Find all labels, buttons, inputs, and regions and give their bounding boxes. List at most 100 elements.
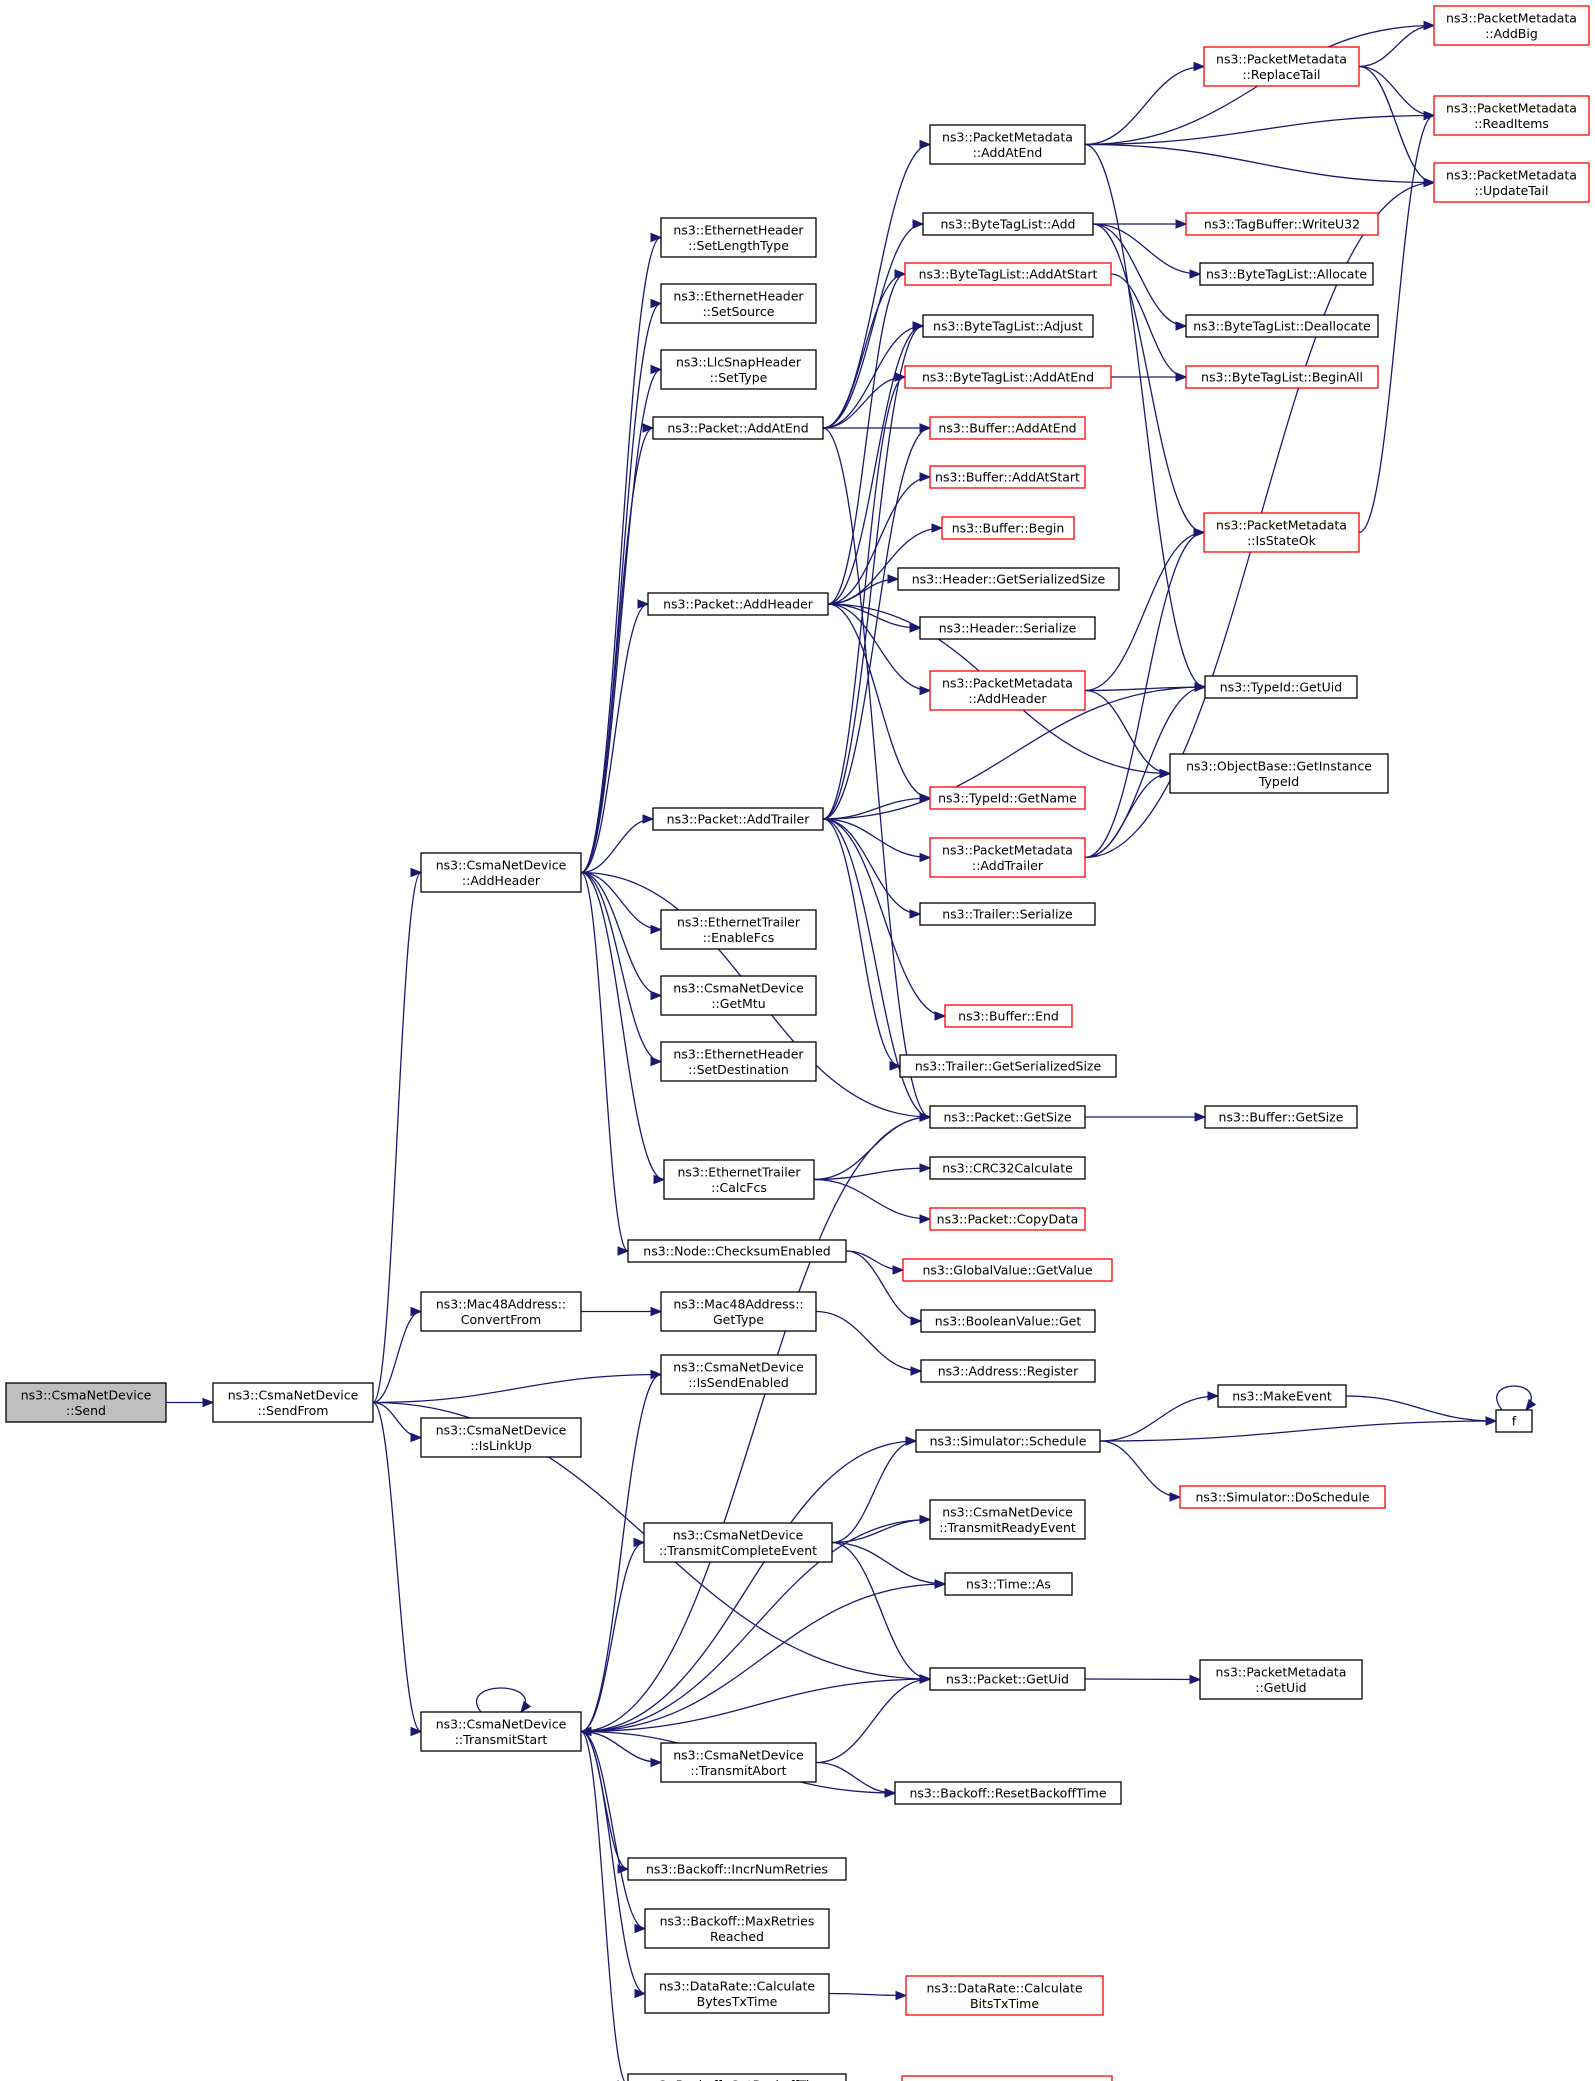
node-bool_get[interactable]: ns3::BooleanValue::Get (920, 1309, 1096, 1333)
node-sim_schedule[interactable]: ns3::Simulator::Schedule (915, 1429, 1101, 1453)
node-box[interactable] (1169, 753, 1389, 794)
node-buf_addatstart[interactable]: ns3::Buffer::AddAtStart (929, 465, 1086, 489)
node-box[interactable] (644, 1908, 830, 1949)
node-box[interactable] (922, 212, 1094, 236)
node-gv_getvalue[interactable]: ns3::GlobalValue::GetValue (902, 1258, 1113, 1282)
node-pm_readitems[interactable]: ns3::PacketMetadata::ReadItems (1433, 95, 1590, 136)
node-ethtr_enablefcs[interactable]: ns3::EthernetTrailer::EnableFcs (660, 909, 817, 950)
node-box[interactable] (894, 1781, 1122, 1805)
node-box[interactable] (944, 1572, 1073, 1596)
node-bo_getbackoff[interactable]: ns3::Backoff::GetBackoffTime (627, 2073, 847, 2081)
node-pm_updatetail[interactable]: ns3::PacketMetadata::UpdateTail (1433, 162, 1590, 203)
node-box[interactable] (660, 1742, 817, 1783)
node-box[interactable] (627, 1239, 847, 1263)
node-box[interactable] (919, 902, 1096, 926)
node-box[interactable] (1495, 1409, 1533, 1433)
node-box[interactable] (644, 1973, 830, 2014)
node-buf_end[interactable]: ns3::Buffer::End (944, 1004, 1073, 1028)
node-getmtu[interactable]: ns3::CsmaNetDevice::GetMtu (660, 975, 817, 1016)
node-txcomplete[interactable]: ns3::CsmaNetDevice::TransmitCompleteEven… (643, 1522, 833, 1563)
node-box[interactable] (1433, 95, 1590, 136)
node-box[interactable] (905, 1975, 1104, 2016)
node-box[interactable] (915, 1429, 1101, 1453)
node-tr_serialize[interactable]: ns3::Trailer::Serialize (919, 902, 1096, 926)
node-box[interactable] (901, 2075, 1113, 2081)
node-node_checksum[interactable]: ns3::Node::ChecksumEnabled (627, 1239, 847, 1263)
node-box[interactable] (929, 1499, 1086, 1540)
node-sendfrom[interactable]: ns3::CsmaNetDevice::SendFrom (212, 1382, 374, 1423)
node-box[interactable] (420, 1417, 582, 1458)
node-issendenabled[interactable]: ns3::CsmaNetDevice::IsSendEnabled (660, 1354, 817, 1395)
node-pkt_addtrailer[interactable]: ns3::Packet::AddTrailer (652, 807, 824, 831)
node-box[interactable] (1199, 1659, 1363, 1700)
node-pm_isstateok[interactable]: ns3::PacketMetadata::IsStateOk (1203, 512, 1360, 553)
node-box[interactable] (899, 1054, 1117, 1078)
node-makeevent[interactable]: ns3::MakeEvent (1217, 1384, 1347, 1408)
node-box[interactable] (919, 616, 1096, 640)
node-box[interactable] (660, 1354, 817, 1395)
node-tr_getsize[interactable]: ns3::Trailer::GetSerializedSize (899, 1054, 1117, 1078)
node-urv_getvalue[interactable]: ns3::UniformRandomVariable::GetValue (901, 2075, 1113, 2081)
node-pkt_getuid[interactable]: ns3::Packet::GetUid (929, 1667, 1086, 1691)
node-sim_dosched[interactable]: ns3::Simulator::DoSchedule (1179, 1485, 1386, 1509)
node-box[interactable] (902, 1258, 1113, 1282)
node-box[interactable] (929, 1207, 1086, 1231)
node-txabort[interactable]: ns3::CsmaNetDevice::TransmitAbort (660, 1742, 817, 1783)
node-buf_begin[interactable]: ns3::Buffer::Begin (941, 516, 1075, 540)
node-box[interactable] (1185, 212, 1379, 236)
node-pm_replacetail[interactable]: ns3::PacketMetadata::ReplaceTail (1203, 46, 1360, 87)
node-eth_setsrc[interactable]: ns3::EthernetHeader::SetSource (660, 283, 817, 324)
node-box[interactable] (627, 2073, 847, 2081)
node-box[interactable] (1433, 5, 1590, 46)
node-box[interactable] (929, 1156, 1086, 1180)
node-box[interactable] (647, 592, 829, 616)
node-box[interactable] (929, 670, 1086, 711)
node-box[interactable] (1185, 314, 1379, 338)
node-box[interactable] (660, 1041, 817, 1082)
node-pkt_copydata[interactable]: ns3::Packet::CopyData (929, 1207, 1086, 1231)
node-box[interactable] (212, 1382, 374, 1423)
node-pm_getuid[interactable]: ns3::PacketMetadata::GetUid (1199, 1659, 1363, 1700)
node-box[interactable] (929, 124, 1086, 165)
node-box[interactable] (922, 314, 1094, 338)
node-bo_reset[interactable]: ns3::Backoff::ResetBackoffTime (894, 1781, 1122, 1805)
node-llc_settype[interactable]: ns3::LlcSnapHeader::SetType (660, 349, 817, 390)
node-box[interactable] (420, 1291, 582, 1332)
node-box[interactable] (904, 365, 1112, 389)
node-mac_gettype[interactable]: ns3::Mac48Address::GetType (660, 1291, 817, 1332)
node-box[interactable] (944, 1004, 1073, 1028)
node-btl_adjust[interactable]: ns3::ByteTagList::Adjust (922, 314, 1094, 338)
node-btl_dealloc[interactable]: ns3::ByteTagList::Deallocate (1185, 314, 1379, 338)
node-box[interactable] (1185, 365, 1379, 389)
node-box[interactable] (660, 909, 817, 950)
node-pm_addbig[interactable]: ns3::PacketMetadata::AddBig (1433, 5, 1590, 46)
node-btl_add[interactable]: ns3::ByteTagList::Add (922, 212, 1094, 236)
node-hdr_serialize[interactable]: ns3::Header::Serialize (919, 616, 1096, 640)
node-bo_incr[interactable]: ns3::Backoff::IncrNumRetries (627, 1857, 847, 1881)
node-islinkup[interactable]: ns3::CsmaNetDevice::IsLinkUp (420, 1417, 582, 1458)
node-box[interactable] (5, 1382, 167, 1423)
node-box[interactable] (420, 1711, 582, 1752)
node-box[interactable] (627, 1857, 847, 1881)
node-pm_addheader[interactable]: ns3::PacketMetadata::AddHeader (929, 670, 1086, 711)
node-box[interactable] (1217, 1384, 1347, 1408)
node-btl_allocate[interactable]: ns3::ByteTagList::Allocate (1199, 262, 1374, 286)
node-box[interactable] (929, 1667, 1086, 1691)
node-f[interactable]: f (1495, 1409, 1533, 1433)
node-time_as[interactable]: ns3::Time::As (944, 1572, 1073, 1596)
node-box[interactable] (929, 465, 1086, 489)
node-box[interactable] (929, 416, 1086, 440)
node-send[interactable]: ns3::CsmaNetDevice::Send (5, 1382, 167, 1423)
node-btl_beginall[interactable]: ns3::ByteTagList::BeginAll (1185, 365, 1379, 389)
node-box[interactable] (1203, 512, 1360, 553)
node-box[interactable] (660, 217, 817, 258)
node-box[interactable] (643, 1522, 833, 1563)
node-pm_addtrailer[interactable]: ns3::PacketMetadata::AddTrailer (929, 837, 1086, 878)
node-box[interactable] (1199, 262, 1374, 286)
node-btl_addatend[interactable]: ns3::ByteTagList::AddAtEnd (904, 365, 1112, 389)
node-addheader_dev[interactable]: ns3::CsmaNetDevice::AddHeader (420, 852, 582, 893)
node-typeid_getname[interactable]: ns3::TypeId::GetName (929, 786, 1086, 810)
